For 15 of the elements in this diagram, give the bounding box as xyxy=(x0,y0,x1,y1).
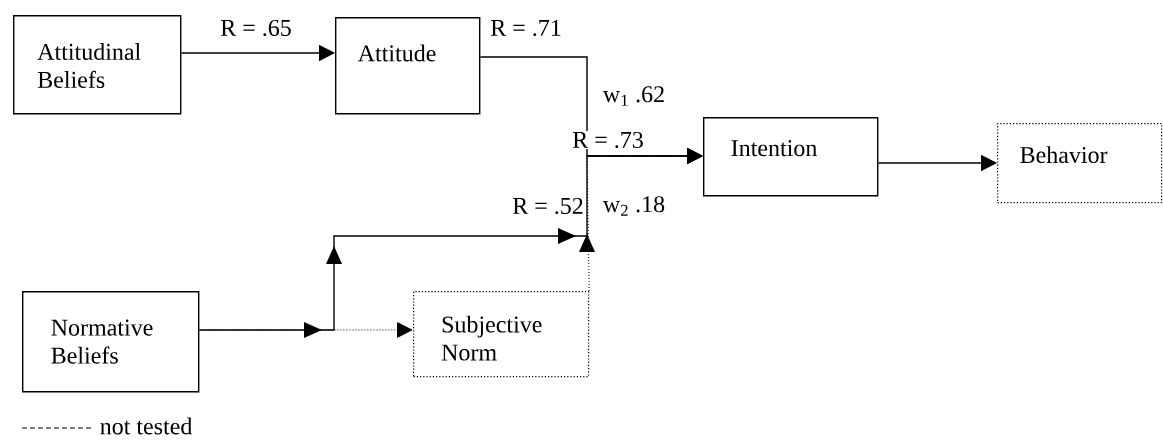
process-box: Subjective Norm xyxy=(413,291,590,378)
process-box: Normative Beliefs xyxy=(22,291,200,393)
process-box: Attitudinal Beliefs xyxy=(13,15,182,115)
process-box: Behavior xyxy=(997,123,1163,204)
arrow xyxy=(198,322,413,338)
coefficient-label: w$_{2}$ .18 xyxy=(601,195,667,217)
coefficient-label: w$_{1}$ .62 xyxy=(601,85,667,107)
arrow xyxy=(579,148,703,292)
edge-label: R = .65 xyxy=(218,17,294,39)
process-box: Intention xyxy=(703,117,879,197)
legend-text: not tested xyxy=(100,417,193,435)
edge-label: R = .52 xyxy=(510,195,586,217)
coefficient-label: R = .73 xyxy=(571,130,645,150)
process-box: Attitude xyxy=(335,17,481,115)
edge-label: R = .71 xyxy=(488,17,564,39)
